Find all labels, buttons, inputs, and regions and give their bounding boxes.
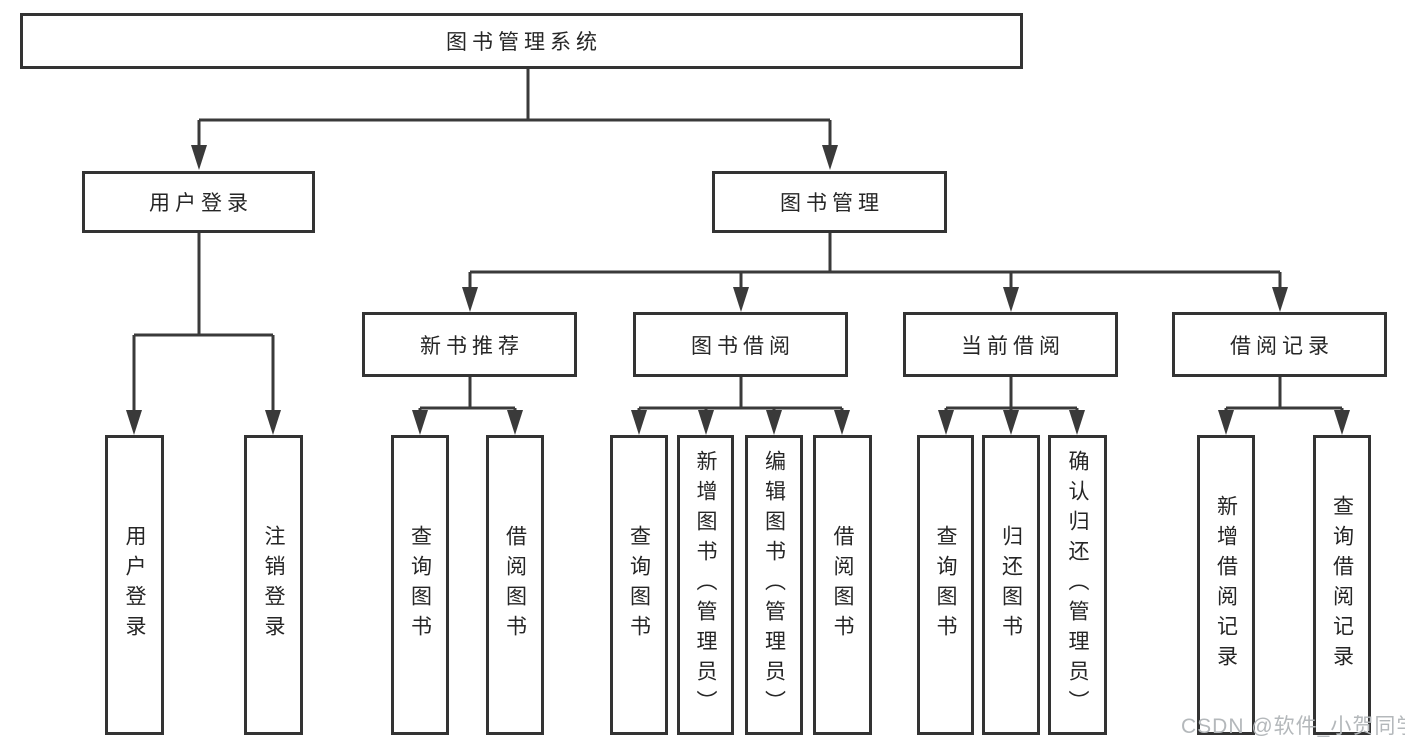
node-return-book: 归还图书 — [982, 435, 1040, 735]
arrowhead-icon — [191, 145, 207, 170]
node-label: 借阅图书 — [503, 525, 527, 645]
connector-root — [191, 69, 838, 170]
connector-borrow-records — [1218, 377, 1350, 435]
node-book-borrow: 图书借阅 — [633, 312, 848, 377]
node-label: 查询图书 — [934, 525, 957, 645]
node-user-login: 用户登录 — [82, 171, 315, 233]
node-add-borrow-record: 新增借阅记录 — [1197, 435, 1255, 735]
node-add-book-admin: 新增图书（管理员） — [677, 435, 734, 735]
node-query-books-current: 查询图书 — [917, 435, 974, 735]
node-borrow-books-recommend: 借阅图书 — [486, 435, 544, 735]
node-label: 注销登录 — [262, 525, 285, 645]
node-label: 编辑图书（管理员） — [762, 450, 786, 720]
arrowhead-icon — [1334, 410, 1350, 435]
connector-new-book-recommend — [412, 377, 523, 435]
node-label: 新增借阅记录 — [1214, 495, 1238, 675]
node-query-books-borrow: 查询图书 — [610, 435, 668, 735]
node-book-management: 图书管理 — [712, 171, 947, 233]
node-current-borrow: 当前借阅 — [903, 312, 1118, 377]
node-edit-book-admin: 编辑图书（管理员） — [745, 435, 803, 735]
arrowhead-icon — [766, 410, 782, 435]
arrowhead-icon — [507, 410, 523, 435]
arrowhead-icon — [631, 410, 647, 435]
node-label: 查询图书 — [408, 525, 432, 645]
node-label: 查询借阅记录 — [1330, 495, 1354, 675]
node-logout: 注销登录 — [244, 435, 303, 735]
node-label: 确认归还（管理员） — [1066, 450, 1089, 720]
arrowhead-icon — [265, 410, 281, 435]
node-confirm-return-admin: 确认归还（管理员） — [1048, 435, 1107, 735]
arrowhead-icon — [1069, 410, 1085, 435]
arrowhead-icon — [126, 410, 142, 435]
node-label: 新增图书（管理员） — [694, 450, 717, 720]
connector-book-management — [462, 233, 1288, 312]
node-label: 用户登录 — [123, 525, 146, 645]
arrowhead-icon — [1272, 287, 1288, 312]
node-query-books-recommend: 查询图书 — [391, 435, 449, 735]
node-borrow-books-leaf: 借阅图书 — [813, 435, 872, 735]
connector-user-login — [126, 233, 281, 435]
arrowhead-icon — [834, 410, 850, 435]
arrowhead-icon — [822, 145, 838, 170]
node-query-borrow-record: 查询借阅记录 — [1313, 435, 1371, 735]
arrowhead-icon — [1003, 410, 1019, 435]
arrowhead-icon — [1003, 287, 1019, 312]
arrowhead-icon — [938, 410, 954, 435]
node-label: 借阅图书 — [831, 525, 854, 645]
node-user-login-leaf: 用户登录 — [105, 435, 164, 735]
connector-book-borrow — [631, 377, 850, 435]
node-root: 图书管理系统 — [20, 13, 1023, 69]
arrowhead-icon — [1218, 410, 1234, 435]
arrowhead-icon — [412, 410, 428, 435]
arrowhead-icon — [733, 287, 749, 312]
node-label: 归还图书 — [999, 525, 1023, 645]
arrowhead-icon — [462, 287, 478, 312]
node-borrow-records: 借阅记录 — [1172, 312, 1387, 377]
watermark: CSDN @软件_小贺同学 — [1181, 715, 1405, 738]
node-new-book-recommend: 新书推荐 — [362, 312, 577, 377]
connector-current-borrow — [938, 377, 1085, 435]
arrowhead-icon — [698, 410, 714, 435]
node-label: 查询图书 — [627, 525, 651, 645]
